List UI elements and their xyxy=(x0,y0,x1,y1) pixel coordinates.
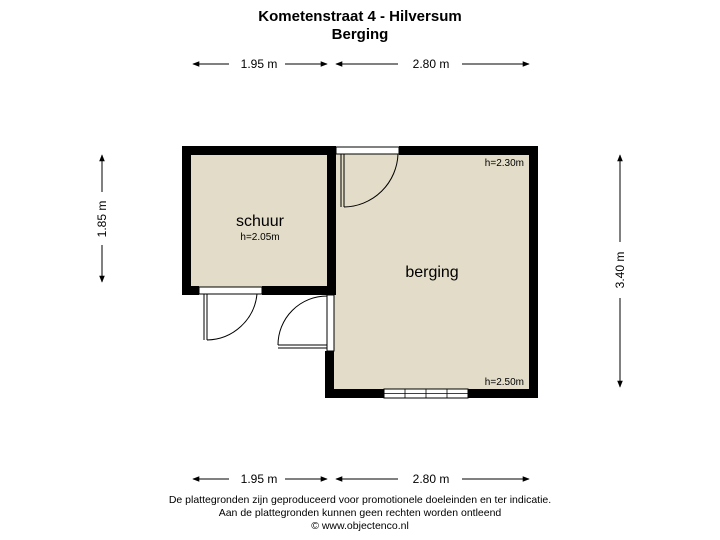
berging-label: berging xyxy=(405,264,458,281)
page-subtitle: Berging xyxy=(331,26,389,43)
dim-top-right: 2.80 m xyxy=(413,57,450,71)
schuur-height: h=2.05m xyxy=(240,232,279,243)
dim-bottom-left: 1.95 m xyxy=(241,472,278,486)
side-door xyxy=(277,295,328,349)
door-frames xyxy=(198,146,400,352)
berging-height-top: h=2.30m xyxy=(485,158,524,169)
dim-left: 1.85 m xyxy=(95,201,109,238)
berging-floor xyxy=(334,153,530,391)
schuur-floor xyxy=(190,153,330,287)
dim-top-left: 1.95 m xyxy=(241,57,278,71)
page-title: Kometenstraat 4 - Hilversum xyxy=(258,8,462,25)
disclaimer-line-1: De plattegronden zijn geproduceerd voor … xyxy=(168,494,552,506)
disclaimer-line-2: Aan de plattegronden kunnen geen rechten… xyxy=(218,507,502,519)
dim-bottom-right: 2.80 m xyxy=(413,472,450,486)
schuur-walls xyxy=(182,146,336,295)
bottom-window xyxy=(383,388,469,399)
schuur-door xyxy=(203,293,258,341)
dim-right: 3.40 m xyxy=(613,252,627,289)
copyright-link[interactable]: © www.objectenco.nl xyxy=(311,520,409,532)
schuur-label: schuur xyxy=(236,213,285,230)
berging-walls xyxy=(325,146,538,398)
top-door xyxy=(340,153,399,208)
berging-height-bottom: h=2.50m xyxy=(485,377,524,388)
